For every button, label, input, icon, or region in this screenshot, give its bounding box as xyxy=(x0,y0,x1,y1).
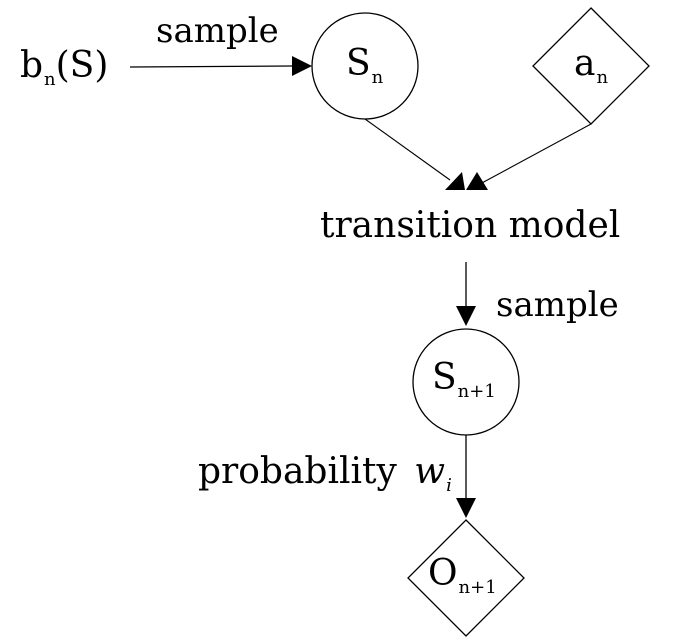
next-state-subscript: n+1 xyxy=(457,381,496,402)
arrowhead-transition-left xyxy=(445,172,465,190)
node-observation-n-plus-1 xyxy=(407,519,525,637)
label-probability: probability wi xyxy=(198,454,452,495)
belief-argument: (S) xyxy=(55,45,109,86)
arrowhead-obs xyxy=(456,498,476,518)
action-symbol: a xyxy=(574,43,596,84)
edge-state-to-transition xyxy=(364,118,451,181)
label-belief: bn(S) xyxy=(20,48,108,89)
state-subscript: n xyxy=(371,67,384,88)
weight-symbol: w xyxy=(414,451,446,492)
state-symbol: S xyxy=(346,43,371,84)
obs-symbol: O xyxy=(428,553,458,594)
label-sample-top: sample xyxy=(156,11,279,51)
label-observation-n-plus-1: On+1 xyxy=(428,556,497,597)
action-subscript: n xyxy=(596,67,609,88)
label-action-n: an xyxy=(574,46,608,87)
label-state-n: Sn xyxy=(346,46,383,87)
next-state-symbol: S xyxy=(432,357,457,398)
label-transition-model: transition model xyxy=(320,205,621,246)
belief-symbol: b xyxy=(20,45,44,86)
probability-text: probability xyxy=(198,451,397,492)
arrowhead-transition-right xyxy=(466,172,488,190)
edge-belief-to-state xyxy=(129,65,293,68)
edge-action-to-transition xyxy=(479,123,592,185)
arrowhead-state xyxy=(292,56,312,76)
weight-subscript: i xyxy=(446,475,452,496)
obs-subscript: n+1 xyxy=(458,577,497,598)
arrowhead-next-state xyxy=(456,306,476,326)
label-state-n-plus-1: Sn+1 xyxy=(432,360,496,401)
label-sample-mid: sample xyxy=(496,285,619,325)
belief-subscript: n xyxy=(44,69,56,90)
